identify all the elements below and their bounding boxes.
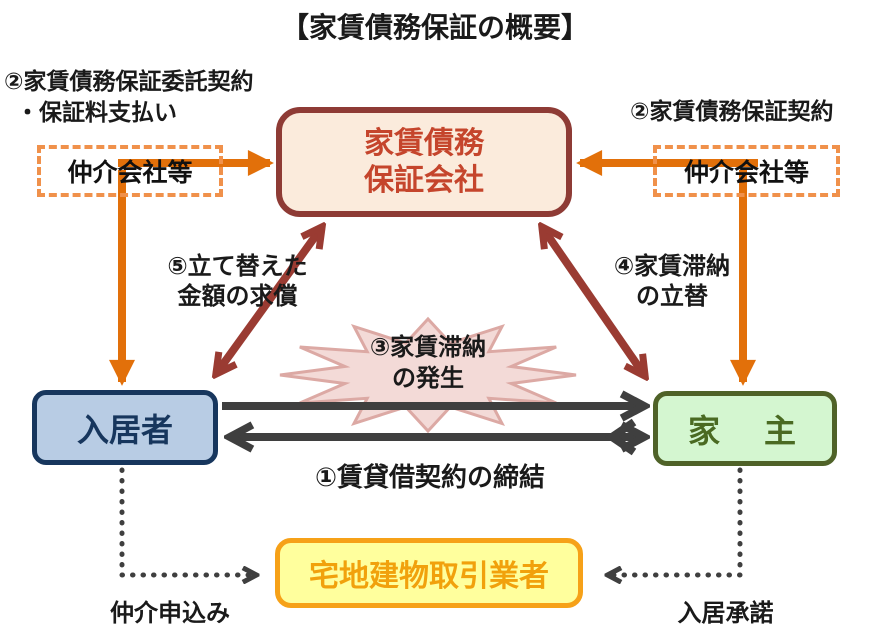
- real-estate-agent-box: 宅地建物取引業者: [275, 538, 583, 608]
- label-step2-left: ②家賃債務保証委託契約 ・保証料支払い: [4, 66, 253, 128]
- tenant-box: 入居者: [32, 390, 218, 465]
- label-step3-line1: ③家賃滞納: [369, 334, 487, 361]
- tenant-label: 入居者: [76, 411, 173, 448]
- label-step5-line1: ⑤立て替えた: [167, 253, 308, 280]
- label-step4-line2: の立替: [636, 283, 708, 310]
- label-step2-right: ②家賃債務保証契約: [630, 98, 834, 124]
- arrow-landlord-to-agent-dotted: [608, 467, 743, 575]
- label-step5-line2: 金額の求償: [177, 283, 298, 310]
- arrow-tenant-to-agent-dotted: [119, 467, 256, 575]
- arrow-tenant-company-reimbursement: [216, 227, 322, 374]
- guarantee-company-box: 家賃債務 保証会社: [276, 107, 572, 217]
- label-step3-line2: の発生: [392, 365, 464, 393]
- label-step5: ⑤立て替えた 金額の求償: [140, 252, 335, 312]
- landlord-box: 家 主: [653, 391, 837, 466]
- diagram-title: 【家賃債務保証の概要】: [280, 12, 589, 43]
- guarantee-company-line2: 保証会社: [364, 164, 484, 197]
- landlord-label: 家 主: [687, 412, 802, 449]
- broker-left-box: 仲介会社等: [37, 145, 223, 197]
- broker-right-label: 仲介会社等: [683, 159, 809, 187]
- broker-left-label: 仲介会社等: [67, 159, 193, 187]
- arrow-lease-bottom-chevron: [604, 418, 637, 456]
- real-estate-agent-label: 宅地建物取引業者: [309, 560, 549, 593]
- guarantee-company-line1: 家賃債務: [364, 126, 484, 160]
- label-step4-line1: ④家賃滞納: [613, 253, 731, 280]
- broker-right-box: 仲介会社等: [653, 145, 840, 197]
- label-step2-left-line2: ・保証料支払い: [16, 99, 177, 126]
- arrow-company-landlord-advance: [542, 227, 645, 376]
- label-step4: ④家賃滞納 の立替: [592, 252, 752, 312]
- label-step1: ①賃貸借契約の締結: [314, 462, 545, 492]
- label-apply: 仲介申込み: [110, 600, 230, 627]
- label-step3: ③家賃滞納 の発生: [328, 332, 528, 394]
- label-consent: 入居承諾: [677, 600, 774, 627]
- label-step2-left-line1: ②家賃債務保証委託契約: [4, 68, 254, 94]
